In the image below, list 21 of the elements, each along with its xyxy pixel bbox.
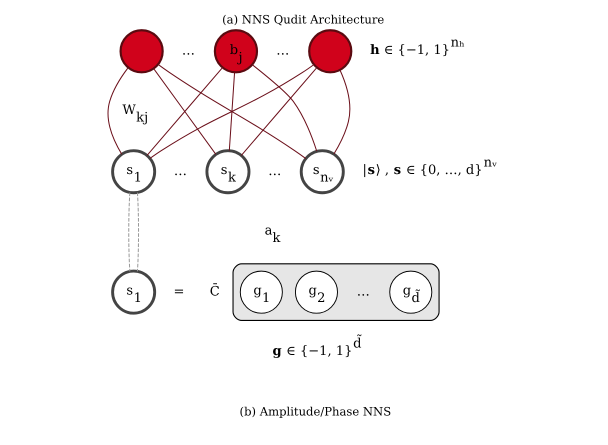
label: …: [276, 43, 289, 58]
label: …: [181, 43, 194, 58]
node-circle: [119, 29, 164, 74]
connector: [107, 67, 128, 154]
diagram-title: (a) NNS Qudit Architecture: [222, 12, 384, 27]
connector: [228, 72, 235, 151]
connector: [136, 192, 139, 272]
cluster: [232, 263, 440, 321]
connector: [146, 67, 222, 156]
node-circle: [308, 29, 352, 74]
label: …: [173, 164, 186, 179]
label: …: [268, 164, 281, 179]
connector: [152, 68, 216, 155]
label: =: [173, 284, 184, 300]
label: C̄: [209, 284, 220, 300]
label: …: [356, 284, 370, 300]
connector: [332, 70, 350, 154]
connector: [251, 64, 317, 152]
caption: (b) Amplitude/Phase NNS: [239, 404, 391, 418]
connector: [128, 192, 130, 272]
connector: [240, 67, 317, 156]
